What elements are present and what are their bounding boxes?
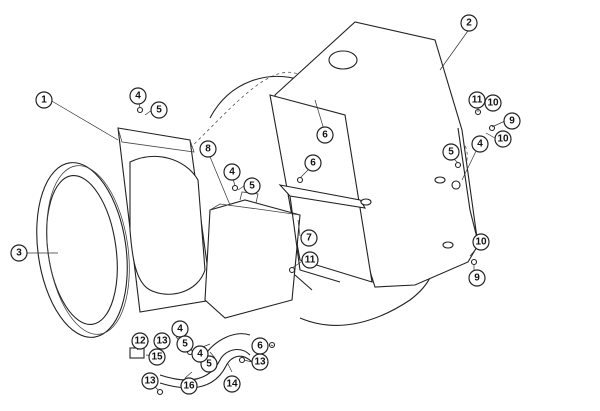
clamp-13b [238,356,246,364]
callout-label: 6 [310,158,316,169]
callout-10-right-mid: 10 [494,130,512,148]
callout-11-lower: 11 [301,251,319,269]
callout-8: 8 [199,140,217,158]
bracket-part-7 [278,184,367,209]
callout-label: 11 [305,255,316,266]
callout-1: 1 [35,91,53,109]
callout-label: 4 [197,349,203,360]
callout-label: 13 [156,336,168,347]
linkage-bushing [434,176,446,184]
callout-label: 9 [509,116,515,127]
callout-label: 4 [135,91,141,102]
callout-label: 5 [182,339,188,350]
callout-13-right: 13 [251,353,269,371]
callout-label: 13 [144,376,156,387]
callout-label: 16 [183,381,195,392]
callout-label: 4 [229,167,235,178]
hose-part-16 [159,349,251,381]
callout-6-mid: 6 [304,154,322,172]
callout-9-right-low: 9 [468,269,486,287]
callout-6-upper: 6 [316,126,334,144]
callout-6-bottom: 6 [251,337,269,355]
callout-9-right-top: 9 [503,112,521,130]
callout-7: 7 [300,229,318,247]
control-box-part-8 [204,199,301,319]
nut-5c [454,161,462,169]
callout-4-top-left: 4 [129,87,147,105]
callout-label: 13 [254,357,266,368]
fan-shroud-flange [117,127,195,153]
callout-label: 5 [249,181,255,192]
callout-4-right: 4 [471,135,489,153]
callout-label: 2 [466,18,472,29]
screw-6c [268,341,276,349]
callout-label: 6 [322,130,328,141]
callout-label: 10 [487,98,499,109]
callout-label: 3 [16,248,22,259]
linkage-pivot [451,180,461,190]
callout-10-right-top: 10 [484,94,502,112]
callout-label: 10 [475,237,487,248]
back-plate-hole [328,50,358,70]
callout-label: 11 [472,95,483,106]
callout-15: 15 [148,348,166,366]
callout-label: 7 [306,233,312,244]
callout-label: 5 [156,105,162,116]
fitting-part-12 [129,347,145,359]
callout-label: 15 [151,352,163,363]
screw-4a [136,106,144,114]
callout-label: 14 [226,379,238,390]
callout-label: 12 [134,336,146,347]
callout-label: 1 [41,95,47,106]
callout-5-top-left: 5 [150,101,168,119]
clamp-13c [156,388,164,396]
callout-4-bottom-b: 4 [191,345,209,363]
callout-5-bottom-a: 5 [176,335,194,353]
callout-label: 8 [205,144,211,155]
nut-11b [288,266,296,274]
callout-10-right-low: 10 [472,233,490,251]
callout-label: 5 [448,147,454,158]
callout-label: 4 [477,139,483,150]
fan-ring-part-3-face [46,165,130,335]
callout-label: 9 [474,273,480,284]
plate-bushing [360,198,372,206]
callout-5-right: 5 [442,143,460,161]
callout-label: 10 [497,134,509,145]
fan-shroud-opening [129,155,206,295]
callout-16: 16 [180,377,198,395]
callout-13-left: 13 [141,372,159,390]
callout-14: 14 [223,375,241,393]
callout-3: 3 [10,244,28,262]
callout-label: 6 [257,341,263,352]
callout-13-top: 13 [153,332,171,350]
callout-4-bottom-a: 4 [171,320,189,338]
callout-2: 2 [460,14,478,32]
screw-4b [231,184,239,192]
callout-4-mid: 4 [223,163,241,181]
callout-5-mid: 5 [243,177,261,195]
callout-11-right: 11 [468,91,486,109]
callout-12: 12 [131,332,149,350]
bracket-part-7-leg [289,195,341,291]
screw-9b [470,258,478,266]
callout-label: 5 [206,359,212,370]
lower-bushing [442,241,454,249]
fan-ring-part-3-outer [36,162,128,338]
callout-label: 4 [177,324,183,335]
control-box-top [209,203,301,216]
screw-6b [296,176,304,184]
